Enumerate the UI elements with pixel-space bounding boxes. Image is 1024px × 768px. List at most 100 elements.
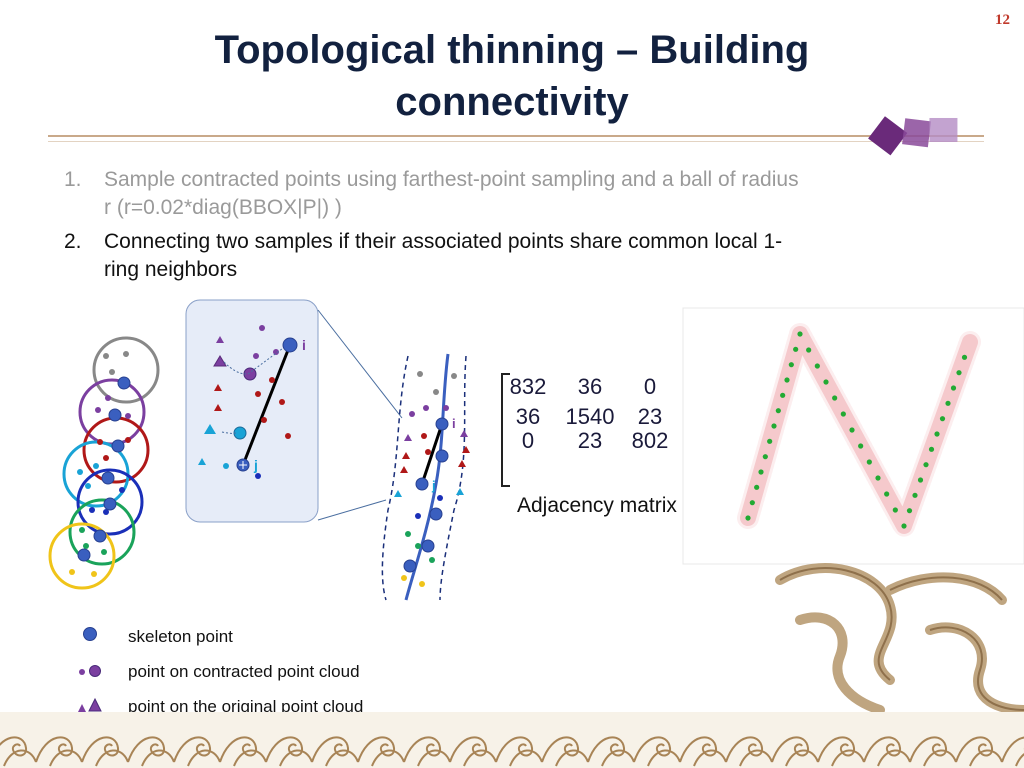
skeleton-dot — [945, 400, 951, 406]
skeleton-dot — [917, 477, 924, 483]
wave-crest — [693, 749, 727, 767]
skeleton-dot — [754, 484, 760, 490]
skeleton-dot — [950, 385, 957, 391]
skeleton-dot — [749, 500, 755, 506]
matrix-cell-0-0: 832 — [510, 374, 547, 399]
title-divider — [48, 135, 984, 137]
wave-crest — [233, 749, 267, 767]
skeleton-dot — [923, 462, 929, 468]
skeleton-dot — [884, 491, 890, 497]
wave-crest — [141, 749, 175, 767]
contracted-point-icon — [79, 665, 101, 677]
skeleton-dot — [956, 370, 962, 376]
wave-crest — [785, 749, 819, 767]
skeleton-dot — [849, 427, 855, 433]
title-line-1: Topological thinning – Building — [214, 28, 810, 72]
wave-crest — [95, 749, 129, 767]
adjacency-matrix: 832 36 0 36 1540 23 0 23 802 ⋱ — [501, 373, 715, 487]
wave-scroll — [449, 736, 488, 763]
decorative-diamonds-icon — [868, 116, 958, 156]
matrix-cell-2-1: 23 — [578, 428, 602, 453]
skeleton-dot — [745, 515, 751, 521]
slide-title: Topological thinning – Building connecti… — [0, 24, 1024, 128]
strip-label-i: i — [452, 416, 456, 431]
bullet-1-text: Sample contracted points using farthest-… — [104, 166, 964, 222]
strip-diagram: i j — [381, 353, 470, 601]
matrix-cell-1-1: 1540 — [566, 404, 615, 429]
wave-scroll — [817, 736, 856, 763]
strip-skeleton-i — [435, 417, 449, 431]
wave-crest — [371, 749, 405, 767]
skeleton-point-icon — [83, 627, 97, 641]
skeleton-dot — [762, 454, 768, 460]
wave-scroll — [587, 736, 626, 763]
wave-crest — [279, 749, 313, 767]
bullet-2-number: 2. — [64, 230, 82, 253]
circle-gray — [92, 336, 160, 404]
matrix-cell-2-0: 0 — [522, 428, 534, 453]
matrix-cell-0-2: 0 — [644, 374, 656, 399]
circle-green — [68, 498, 136, 566]
zoom-box: i j — [185, 299, 403, 523]
circle-blue — [76, 468, 144, 536]
skeleton-dot — [806, 347, 812, 353]
title-line-2: connectivity — [395, 80, 629, 124]
wave-scroll — [357, 736, 396, 763]
legend-label-contracted: point on contracted point cloud — [128, 662, 360, 681]
skeleton-dot — [784, 377, 790, 383]
wave-crest — [417, 749, 451, 767]
skeleton-dot — [775, 408, 781, 414]
skeleton-dot — [823, 379, 829, 385]
circle-points — [69, 351, 131, 577]
skeleton-dot — [906, 508, 913, 514]
skeleton-dot — [928, 446, 935, 452]
zoom-label-j: j — [253, 457, 258, 473]
wave-scroll — [173, 736, 212, 763]
skeleton-dot — [771, 423, 777, 429]
wave-scroll — [725, 736, 764, 763]
wave-scroll — [955, 736, 994, 763]
wave-scroll — [311, 736, 350, 763]
matrix-cell-1-2: 23 — [638, 404, 662, 429]
skeleton-dot — [912, 492, 918, 498]
skeleton-dot — [875, 475, 881, 481]
skeleton-dot — [939, 416, 946, 422]
wave-scroll — [403, 736, 442, 763]
bullet-2-text: Connecting two samples if their associat… — [104, 228, 964, 284]
wave-crest — [601, 749, 635, 767]
wave-scroll — [495, 736, 534, 763]
skeleton-dot — [858, 443, 864, 449]
skeleton-dot — [788, 362, 794, 368]
skeleton-dot — [793, 346, 799, 352]
title-divider-shadow — [48, 141, 984, 142]
thinning-diagram: i j i j 832 36 0 — [48, 299, 1024, 601]
sampling-circles — [48, 336, 160, 590]
wave-crest — [739, 749, 773, 767]
skeleton-dot — [758, 469, 764, 475]
wave-scroll — [909, 736, 948, 763]
wave-scroll — [127, 736, 166, 763]
original-point-icon — [78, 697, 102, 712]
matrix-cell-1-0: 36 — [516, 404, 540, 429]
zoom-skeleton-i — [282, 337, 298, 353]
dragon-ornament-icon — [775, 563, 1024, 715]
legend-label-skeleton: skeleton point — [128, 627, 233, 646]
wave-scroll — [81, 736, 120, 763]
bullet-2-line-1: Connecting two samples if their associat… — [104, 230, 783, 253]
wave-scroll — [1001, 736, 1024, 763]
strip-label-j: j — [431, 478, 436, 493]
wave-scroll — [219, 736, 258, 763]
wave-border-icon — [0, 712, 1024, 768]
skeleton-dot — [901, 523, 907, 529]
page-number: 12 — [995, 12, 1010, 28]
wave-scroll — [0, 736, 28, 757]
wave-scroll — [541, 736, 580, 763]
zoom-contracted-point-2 — [233, 426, 247, 440]
wave-crest — [923, 749, 957, 767]
wave-crest — [647, 749, 681, 767]
skeleton-dot — [961, 354, 968, 360]
zoom-contracted-point — [243, 367, 257, 381]
wave-crest — [1015, 753, 1024, 767]
wave-crest — [831, 749, 865, 767]
bullet-1-line-1: Sample contracted points using farthest-… — [104, 168, 799, 191]
